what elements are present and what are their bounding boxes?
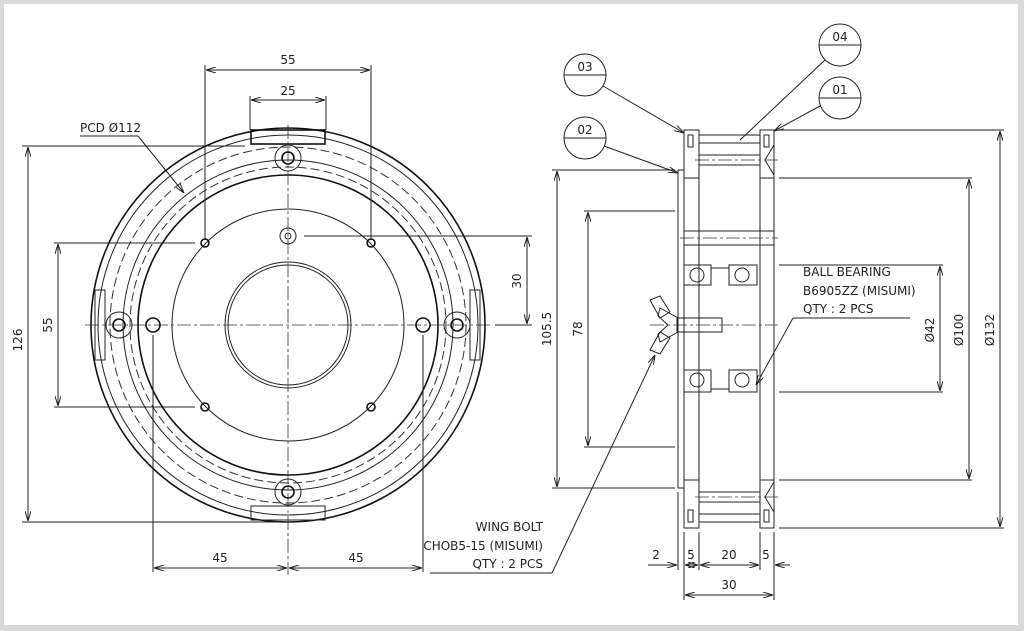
svg-text:B6905ZZ (MISUMI): B6905ZZ (MISUMI) [803,284,916,298]
drawing-sheet: 55 25 126 55 30 45 45 PCD Ø112 03 02 04 … [4,4,1018,625]
dim-30: 30 [721,578,736,592]
svg-text:01: 01 [832,83,847,97]
side-view: 03 02 04 01 105.5 78 Ø42 Ø100 Ø132 2 5 2… [423,23,1004,600]
technical-drawing: 55 25 126 55 30 45 45 PCD Ø112 03 02 04 … [11,23,1004,600]
balloon-04: 04 [739,23,862,141]
wing-bolt [649,295,778,355]
bearing-note: BALL BEARING B6905ZZ (MISUMI) QTY : 2 PC… [756,265,916,385]
dim-105-5: 105.5 [540,312,554,346]
svg-text:WING BOLT: WING BOLT [476,520,544,534]
balloon-02: 02 [563,116,678,173]
wingbolt-note: WING BOLT CHOB5-15 (MISUMI) QTY : 2 PCS [423,355,655,574]
dim-top-inner: 25 [280,84,295,98]
dim-left-pitch: 55 [41,317,55,332]
ball-bearings [683,264,758,393]
svg-text:CHOB5-15 (MISUMI): CHOB5-15 (MISUMI) [423,539,543,553]
dim-phi100: Ø100 [952,314,966,346]
dim-5a: 5 [687,548,695,562]
dim-bottom-right: 45 [348,551,363,565]
svg-text:QTY : 2 PCS: QTY : 2 PCS [473,557,543,571]
dim-height: 126 [11,329,25,352]
dim-2: 2 [652,548,660,562]
dim-bottom-left: 45 [212,551,227,565]
bolt-holes [105,144,471,506]
front-view: 55 25 126 55 30 45 45 PCD Ø112 [11,53,532,575]
pcd-label: PCD Ø112 [80,121,141,135]
svg-text:04: 04 [832,30,847,44]
dim-phi42: Ø42 [923,318,937,343]
svg-text:03: 03 [577,60,592,74]
svg-text:02: 02 [577,123,592,137]
svg-text:QTY : 2 PCS: QTY : 2 PCS [803,302,873,316]
dim-top-outer: 55 [280,53,295,67]
dim-phi132: Ø132 [983,314,997,346]
dim-right-offset: 30 [510,273,524,288]
dim-78: 78 [571,321,585,336]
dim-20: 20 [721,548,736,562]
balloon-03: 03 [563,53,684,133]
svg-text:BALL BEARING: BALL BEARING [803,265,891,279]
balloon-01: 01 [774,76,862,131]
dim-5b: 5 [762,548,770,562]
